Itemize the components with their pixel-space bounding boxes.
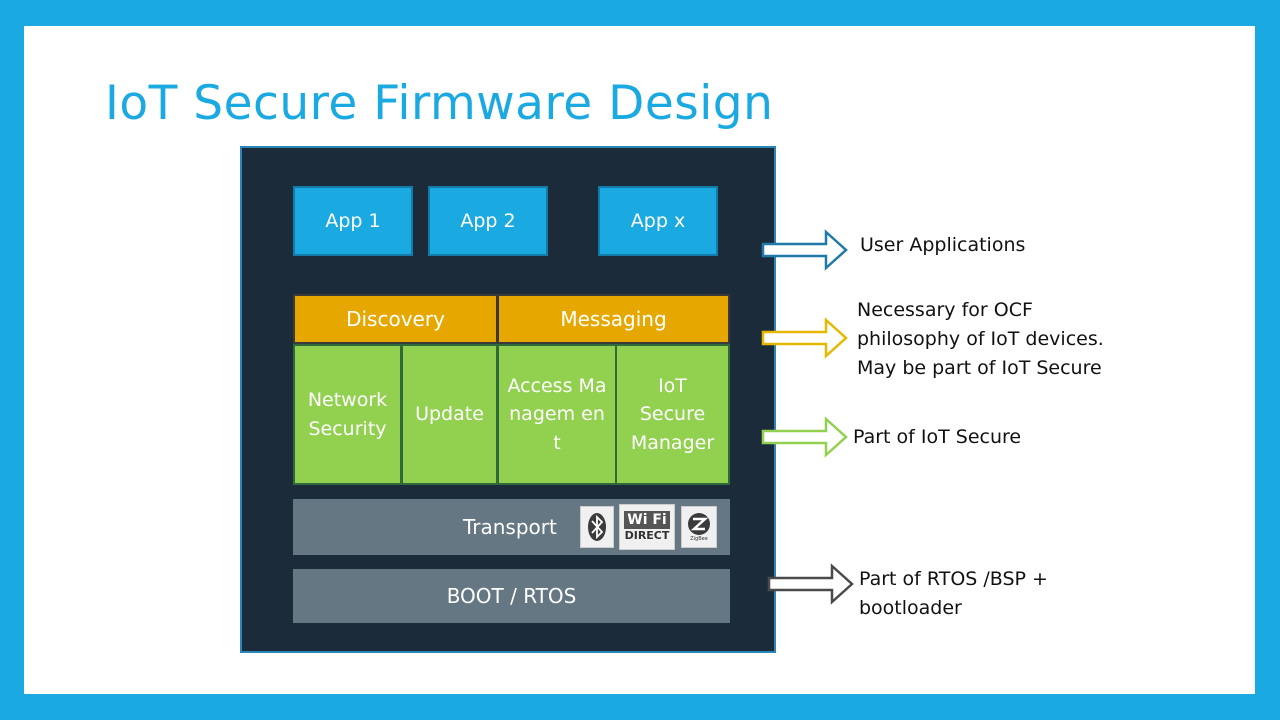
app-x-box: App x (598, 186, 718, 256)
messaging-box: Messaging (497, 294, 730, 344)
bluetooth-icon (580, 506, 614, 548)
app-2-box: App 2 (428, 186, 548, 256)
annotation-iot-secure: Part of IoT Secure (853, 426, 1022, 448)
annotation-user-applications: User Applications (860, 234, 1026, 256)
transport-label: Transport (463, 515, 557, 539)
app-1-box: App 1 (293, 186, 413, 256)
firmware-stack-diagram: App 1 App 2 App x Discovery Messaging Ne… (240, 146, 776, 653)
access-management-box: Access Managem ent (497, 344, 617, 485)
annotation-rtos-bsp: Part of RTOS /BSP + bootloader (859, 568, 1048, 619)
page-title: IoT Secure Firmware Design (105, 76, 774, 131)
zigbee-icon: ZigBee (681, 506, 717, 548)
update-box: Update (401, 344, 498, 485)
arrow-right-icon (761, 229, 848, 271)
iot-secure-manager-box: IoT Secure Manager (615, 344, 730, 485)
annotation-ocf: Necessary for OCF philosophy of IoT devi… (857, 299, 1104, 379)
arrow-right-icon (767, 563, 854, 605)
arrow-right-icon (761, 416, 848, 458)
discovery-box: Discovery (293, 294, 498, 344)
network-security-box: Network Security (293, 344, 402, 485)
boot-rtos-layer: BOOT / RTOS (293, 569, 730, 623)
arrow-right-icon (761, 317, 848, 359)
wifi-direct-icon: Wi Fi DIRECT (619, 504, 675, 550)
